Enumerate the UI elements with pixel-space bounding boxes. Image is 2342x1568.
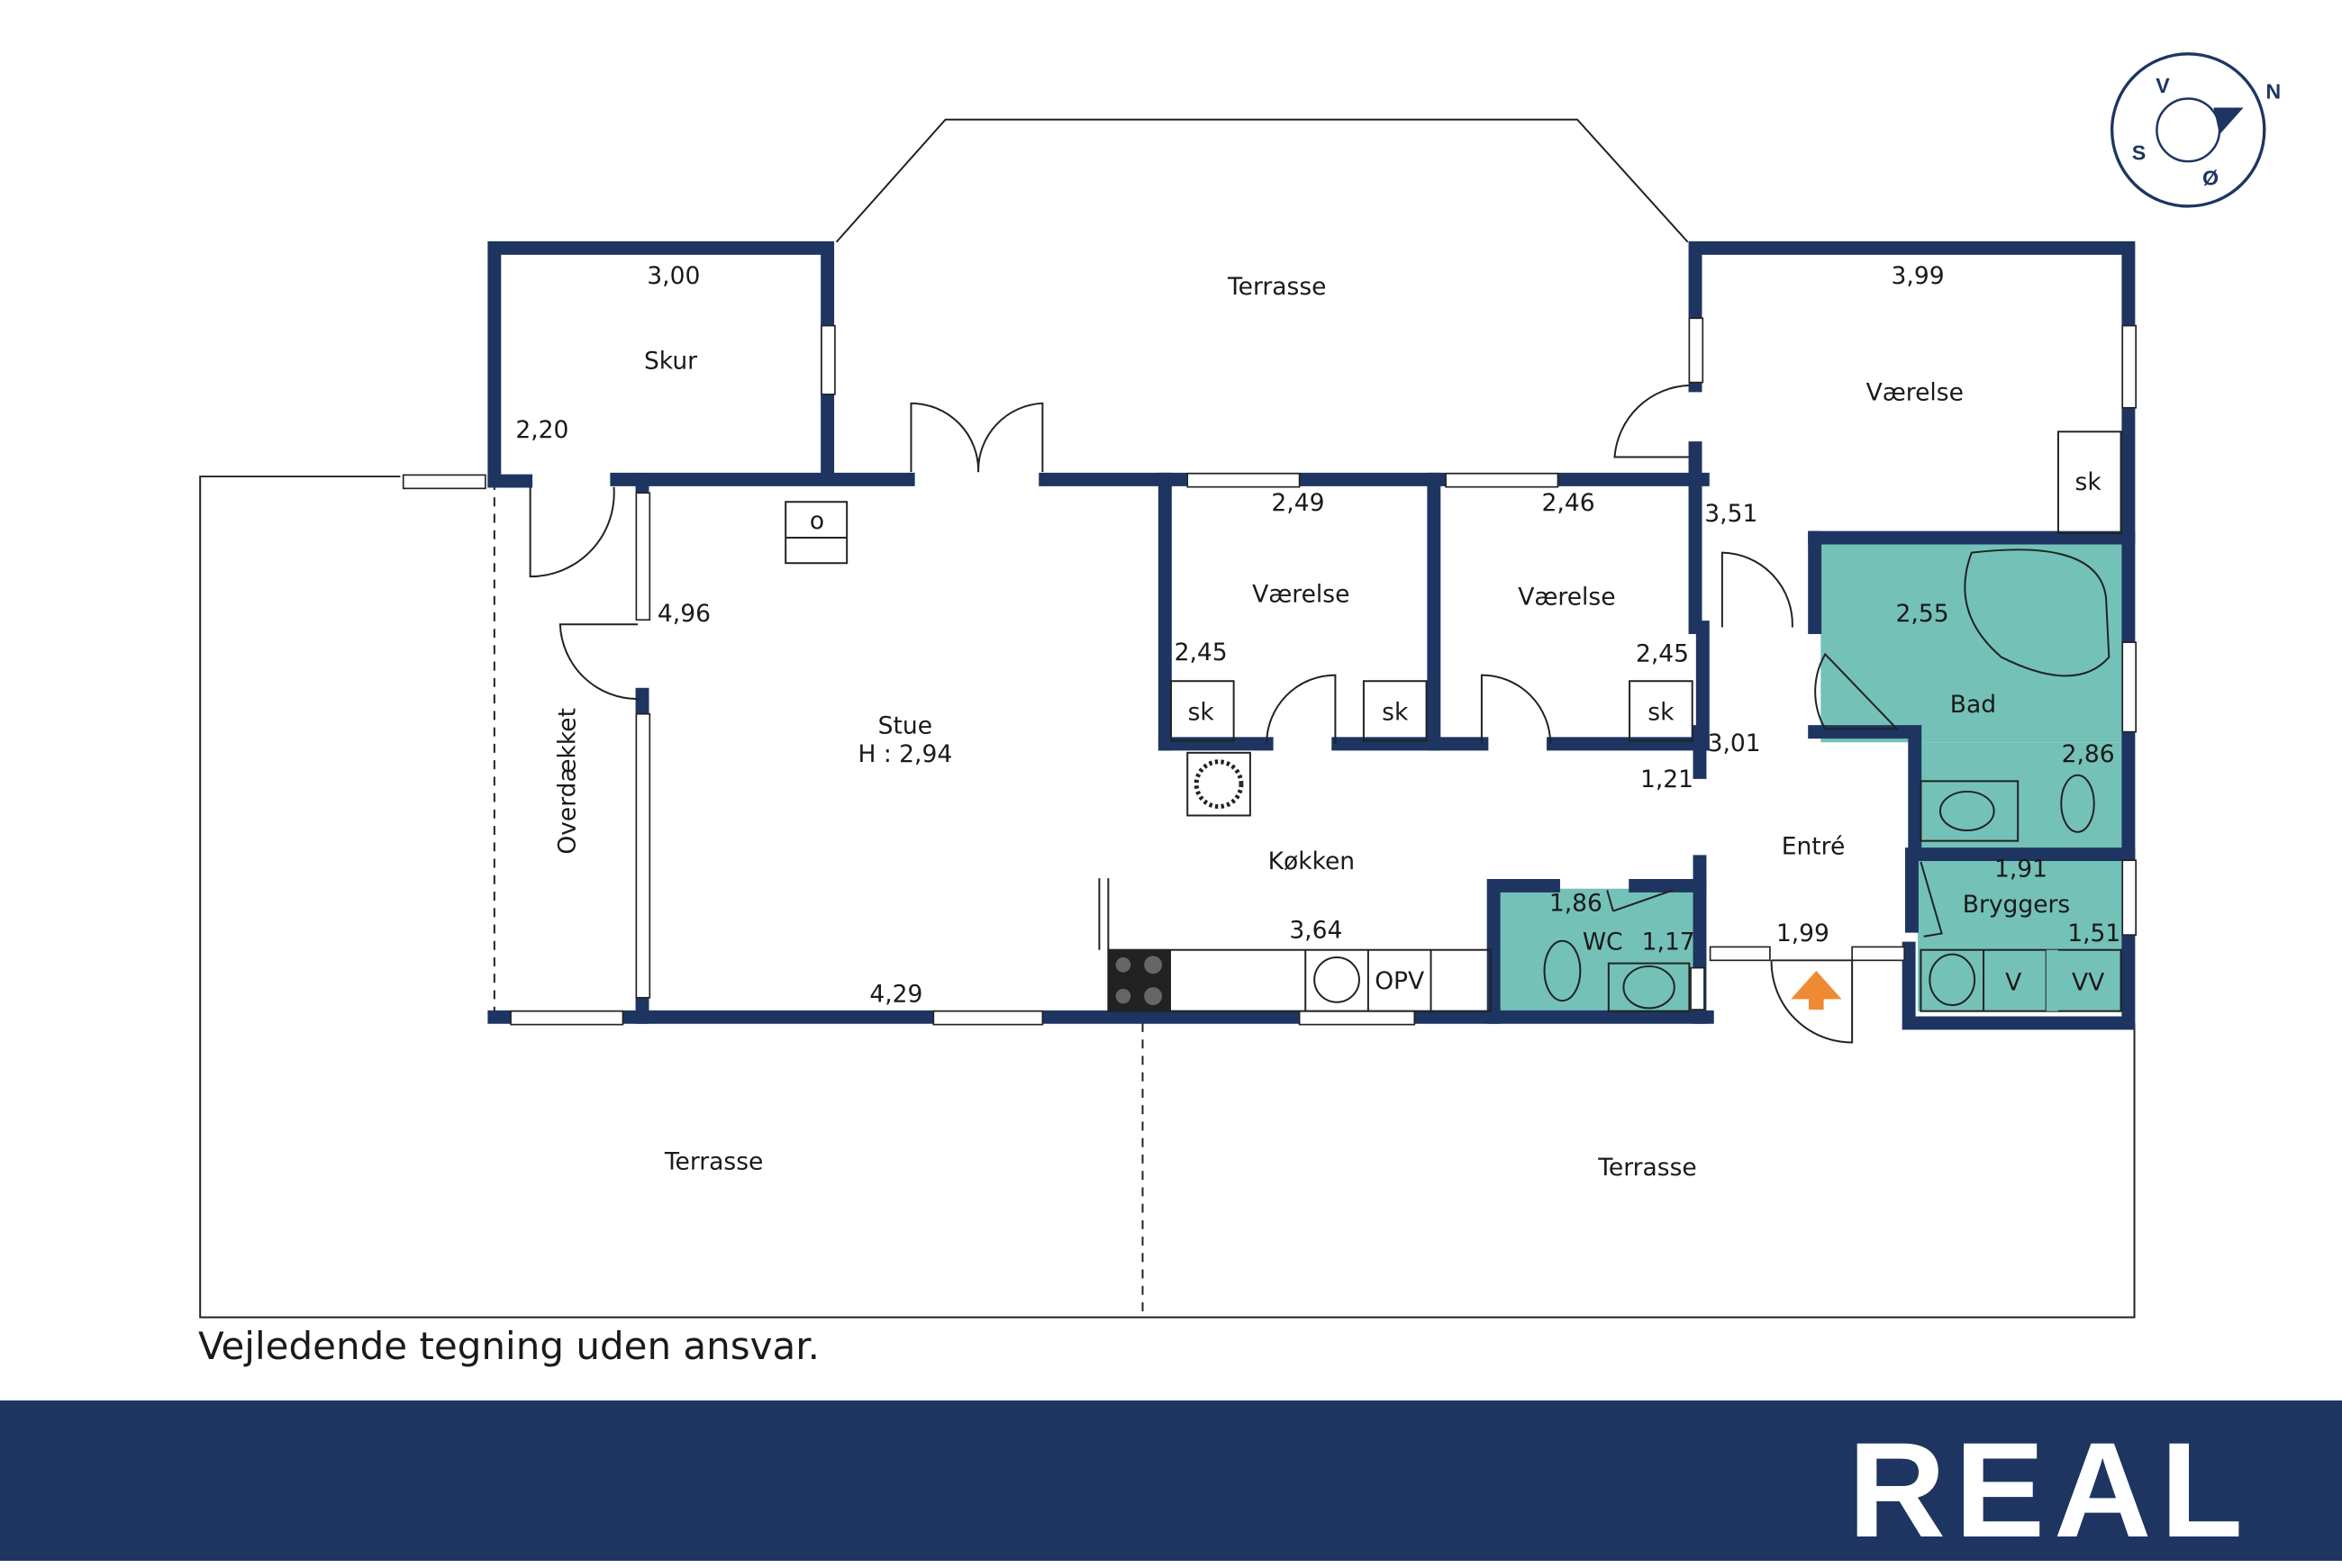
- room-terrasse-se: Terrasse: [1597, 1154, 1697, 1182]
- brand-logo: REAL: [1847, 1414, 2252, 1565]
- compass-s: S: [2132, 141, 2146, 165]
- dim: 4,29: [869, 981, 922, 1009]
- dim: 3,00: [647, 262, 700, 290]
- room-terrasse-sw: Terrasse: [664, 1147, 764, 1175]
- dim: 3,51: [1704, 500, 1757, 528]
- fixture-sk: sk: [1188, 698, 1215, 726]
- room-vaerelse-1: Værelse: [1252, 580, 1349, 608]
- fixture-sk: sk: [2075, 468, 2102, 496]
- fixture-oven: o: [810, 507, 824, 535]
- entrance-arrow-icon: [1791, 970, 1842, 1011]
- dim: 2,46: [1542, 489, 1595, 517]
- compass-o: Ø: [2202, 167, 2219, 190]
- dim: 3,01: [1708, 730, 1761, 757]
- room-vaerelse-ne: Værelse: [1866, 378, 1964, 406]
- dim: 3,99: [1892, 262, 1945, 290]
- dim: 4,96: [658, 600, 711, 628]
- dim: 2,45: [1175, 639, 1228, 666]
- room-entre: Entré: [1782, 833, 1846, 861]
- compass-n: N: [2265, 80, 2281, 104]
- fixture-sk: sk: [1382, 698, 1409, 726]
- room-terrasse-top: Terrasse: [1227, 273, 1327, 301]
- doors: [529, 384, 1943, 1044]
- walls: [487, 240, 2136, 1030]
- dim: 2,45: [1636, 640, 1689, 668]
- room-skur: Skur: [644, 348, 697, 376]
- room-overdaekket: Overdækket: [553, 708, 581, 855]
- footer-bar: [0, 1400, 2342, 1561]
- room-bryggers: Bryggers: [1963, 891, 2070, 919]
- fixture-opv: OPV: [1375, 967, 1424, 995]
- room-koekken: Køkken: [1268, 847, 1356, 875]
- room-labels: Terrasse Skur Værelse Stue H : 2,94 Være…: [515, 262, 2120, 1182]
- dim: 1,51: [2067, 920, 2120, 947]
- compass-icon: V N S Ø: [2110, 52, 2281, 208]
- compass-v: V: [2156, 74, 2170, 97]
- room-bad: Bad: [1950, 691, 1996, 719]
- dim: 2,86: [2062, 740, 2115, 768]
- dim: 2,20: [515, 416, 568, 444]
- dim: 1,91: [1994, 855, 2047, 883]
- room-stue-height: H : 2,94: [858, 740, 952, 768]
- disclaimer: Vejledende tegning uden ansvar.: [198, 1324, 821, 1368]
- fixture-sk: sk: [1648, 698, 1675, 726]
- dim: 1,99: [1776, 920, 1829, 947]
- room-stue: Stue: [878, 711, 932, 739]
- fixture-v: V: [2005, 968, 2021, 996]
- dim: 1,21: [1640, 766, 1693, 793]
- room-wc: WC: [1583, 929, 1623, 956]
- windows: [402, 317, 2138, 1026]
- dim: 1,86: [1549, 890, 1602, 918]
- fixture-vv: VV: [2072, 968, 2104, 996]
- dim: 2,55: [1896, 600, 1949, 628]
- dim: 1,17: [1642, 929, 1695, 956]
- fixtures: [785, 431, 2122, 1012]
- terrace-outline: [199, 118, 2136, 1319]
- dim: 3,64: [1289, 916, 1342, 944]
- room-vaerelse-2: Værelse: [1518, 584, 1615, 612]
- dim: 2,49: [1271, 489, 1324, 517]
